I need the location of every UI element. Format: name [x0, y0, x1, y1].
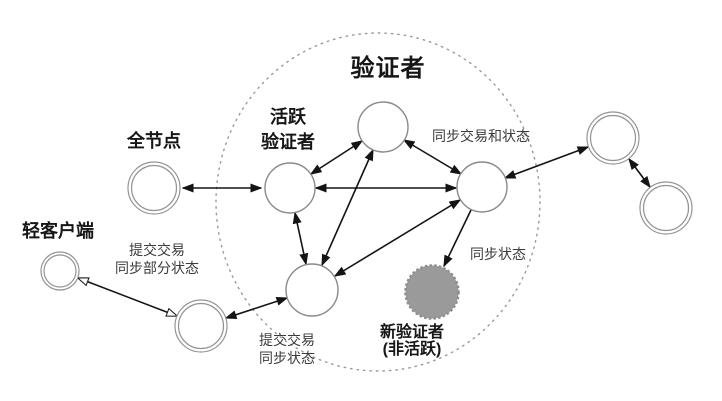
submit-tx-partial-state-label: 提交交易 同步部分状态 [115, 242, 199, 276]
submit-tx-sync-state-label: 提交交易 同步状态 [259, 332, 315, 366]
light-client-label: 轻客户端 [22, 221, 94, 241]
edge-validator-top-validator-bottom [321, 148, 374, 267]
diagram-nodes [40, 101, 693, 353]
light-client [40, 251, 80, 291]
new-validator-inactive [404, 264, 460, 320]
sync-tx-and-state-label: 同步交易和状态 [432, 128, 530, 144]
edge-validator-right-new-validator [443, 209, 472, 268]
validator-right [456, 161, 508, 213]
validator-bottom [285, 263, 339, 317]
full-node-bottom [174, 299, 228, 353]
edge-validator-right-outside-upper [503, 146, 590, 179]
active-validators-label: 活跃 验证者 [261, 107, 315, 152]
validator-top [357, 101, 409, 153]
validator-set-title: 验证者 [350, 55, 426, 82]
edge-fullnode-bottom-validator-bottom [224, 296, 289, 320]
edge-validator-left-validator-bottom [292, 211, 309, 266]
full-node-left [127, 161, 181, 215]
outside-node-upper [586, 111, 640, 165]
diagram-edges [78, 139, 651, 320]
edge-light-client-fullnode-bottom [78, 277, 177, 317]
new-validator-inactive-label: 新验证者 (非活跃) [379, 324, 445, 358]
validator-boundary-circle [215, 32, 541, 372]
validator-left [264, 162, 316, 214]
sync-state-label: 同步状态 [470, 246, 526, 262]
edge-validator-right-validator-bottom [333, 199, 462, 277]
outside-node-lower [639, 181, 693, 235]
edge-outside-upper-outside-lower [628, 157, 651, 189]
edge-validator-top-validator-right [402, 139, 463, 175]
edge-validator-left-validator-top [309, 140, 364, 175]
full-node-label: 全节点 [127, 131, 181, 151]
